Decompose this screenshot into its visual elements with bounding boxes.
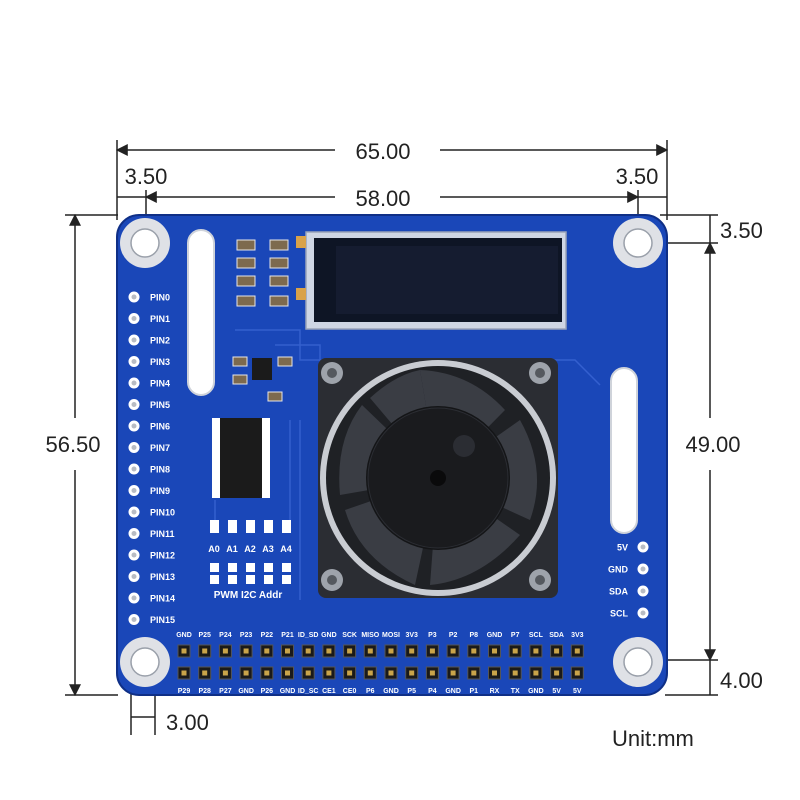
mounting-holes — [120, 218, 663, 687]
pin-label: PIN10 — [150, 508, 175, 518]
header-top-label: P23 — [240, 632, 253, 639]
pin-label: PIN8 — [150, 465, 170, 475]
dim-hole-offset-right: 3.50 — [616, 164, 659, 189]
header-top-label: 3V3 — [571, 632, 584, 639]
dimension-lines — [65, 140, 718, 735]
dim-inner-height: 49.00 — [685, 432, 740, 457]
pin-label: PIN9 — [150, 486, 170, 496]
dim-hole-offset-top: 3.50 — [720, 218, 763, 243]
header-bottom-label: P27 — [219, 688, 232, 695]
side-pads: 5V GND SDA SCL — [608, 541, 649, 619]
header-top-label: P24 — [219, 632, 232, 639]
pin-label: PIN4 — [150, 379, 170, 389]
slot-right — [610, 367, 638, 534]
header-top-label: P3 — [428, 632, 437, 639]
pin-label: PIN6 — [150, 422, 170, 432]
dim-hole-offset-left: 3.50 — [125, 164, 168, 189]
header-bottom-label: RX — [490, 688, 500, 695]
smd-components — [232, 239, 293, 402]
dim-inner-width: 58.00 — [355, 186, 410, 211]
pin-label: PIN7 — [150, 443, 170, 453]
side-label: SCL — [610, 609, 629, 619]
header-top-label: GND — [321, 632, 337, 639]
header-top-label: SCL — [529, 632, 544, 639]
header-bottom-label: GND — [383, 688, 399, 695]
addr-label-4: A4 — [280, 544, 292, 554]
header-bottom-label: TX — [511, 688, 520, 695]
header-bottom-label: P6 — [366, 688, 375, 695]
side-label: 5V — [617, 543, 628, 553]
header-bottom-label: P4 — [428, 688, 437, 695]
header-bottom-label: P5 — [407, 688, 416, 695]
header-bottom-label: P26 — [261, 688, 274, 695]
pin-label: PIN15 — [150, 615, 175, 625]
dim-total-height: 56.50 — [45, 432, 100, 457]
header-top-label: SCK — [342, 632, 357, 639]
header-bottom-label: GND — [528, 688, 544, 695]
cooling-fan — [318, 358, 558, 598]
addr-label-0: A0 — [208, 544, 220, 554]
unit-label: Unit:mm — [612, 726, 694, 751]
header-bottom-label: GND — [280, 688, 296, 695]
dim-hole-offset-bottom: 4.00 — [720, 668, 763, 693]
side-label: GND — [608, 565, 629, 575]
pin-label: PIN3 — [150, 357, 170, 367]
header-top-label: P21 — [281, 632, 294, 639]
header-top-label: MISO — [361, 632, 379, 639]
pin-label: PIN14 — [150, 594, 175, 604]
header-top-label: MOSI — [382, 632, 400, 639]
slot-left — [187, 229, 215, 396]
addr-label-2: A2 — [244, 544, 256, 554]
pcb-board: PIN0PIN1PIN2PIN3PIN4PIN5PIN6PIN7PIN8PIN9… — [116, 214, 668, 696]
header-top-label: GND — [487, 632, 503, 639]
dim-hole-offset-bottom-left: 3.00 — [166, 710, 209, 735]
header-bottom-label: 5V — [552, 688, 561, 695]
header-top-label: 3V3 — [405, 632, 418, 639]
header-top-label: P7 — [511, 632, 520, 639]
header-top-label: SDA — [549, 632, 564, 639]
pin-label: PIN12 — [150, 551, 175, 561]
dim-total-width: 65.00 — [355, 139, 410, 164]
header-bottom-label: 5V — [573, 688, 582, 695]
header-top-label: GND — [176, 632, 192, 639]
header-bottom-label: CE0 — [343, 688, 357, 695]
header-top-label: P8 — [470, 632, 479, 639]
side-label: SDA — [609, 587, 629, 597]
addr-label-3: A3 — [262, 544, 274, 554]
header-bottom-label: P1 — [470, 688, 479, 695]
header-bottom-label: GND — [445, 688, 461, 695]
gpio-header: GNDP29P25P28P24P27P23GNDP22P26P21GNDID_S… — [176, 632, 584, 695]
header-top-label: P22 — [261, 632, 274, 639]
pwm-chip — [212, 418, 270, 498]
header-bottom-label: P28 — [198, 688, 211, 695]
addr-title: PWM I2C Addr — [214, 590, 283, 601]
oled-display — [296, 231, 567, 330]
addr-label-1: A1 — [226, 544, 238, 554]
dimension-labels: 65.00 58.00 3.50 3.50 3.50 56.50 49.00 4… — [45, 139, 762, 751]
header-bottom-label: ID_SC — [298, 688, 319, 695]
pin-label: PIN13 — [150, 572, 175, 582]
pin-label: PIN5 — [150, 400, 170, 410]
header-top-label: P2 — [449, 632, 458, 639]
pin-label: PIN1 — [150, 314, 170, 324]
pin-label: PIN0 — [150, 293, 170, 303]
pin-label: PIN2 — [150, 336, 170, 346]
pin-label: PIN11 — [150, 529, 175, 539]
pin-column: PIN0PIN1PIN2PIN3PIN4PIN5PIN6PIN7PIN8PIN9… — [128, 291, 175, 625]
header-bottom-label: GND — [238, 688, 254, 695]
header-top-label: ID_SD — [298, 632, 319, 639]
header-bottom-label: CE1 — [322, 688, 336, 695]
addr-jumpers — [210, 520, 291, 584]
header-top-label: P25 — [198, 632, 211, 639]
header-bottom-label: P29 — [178, 688, 191, 695]
